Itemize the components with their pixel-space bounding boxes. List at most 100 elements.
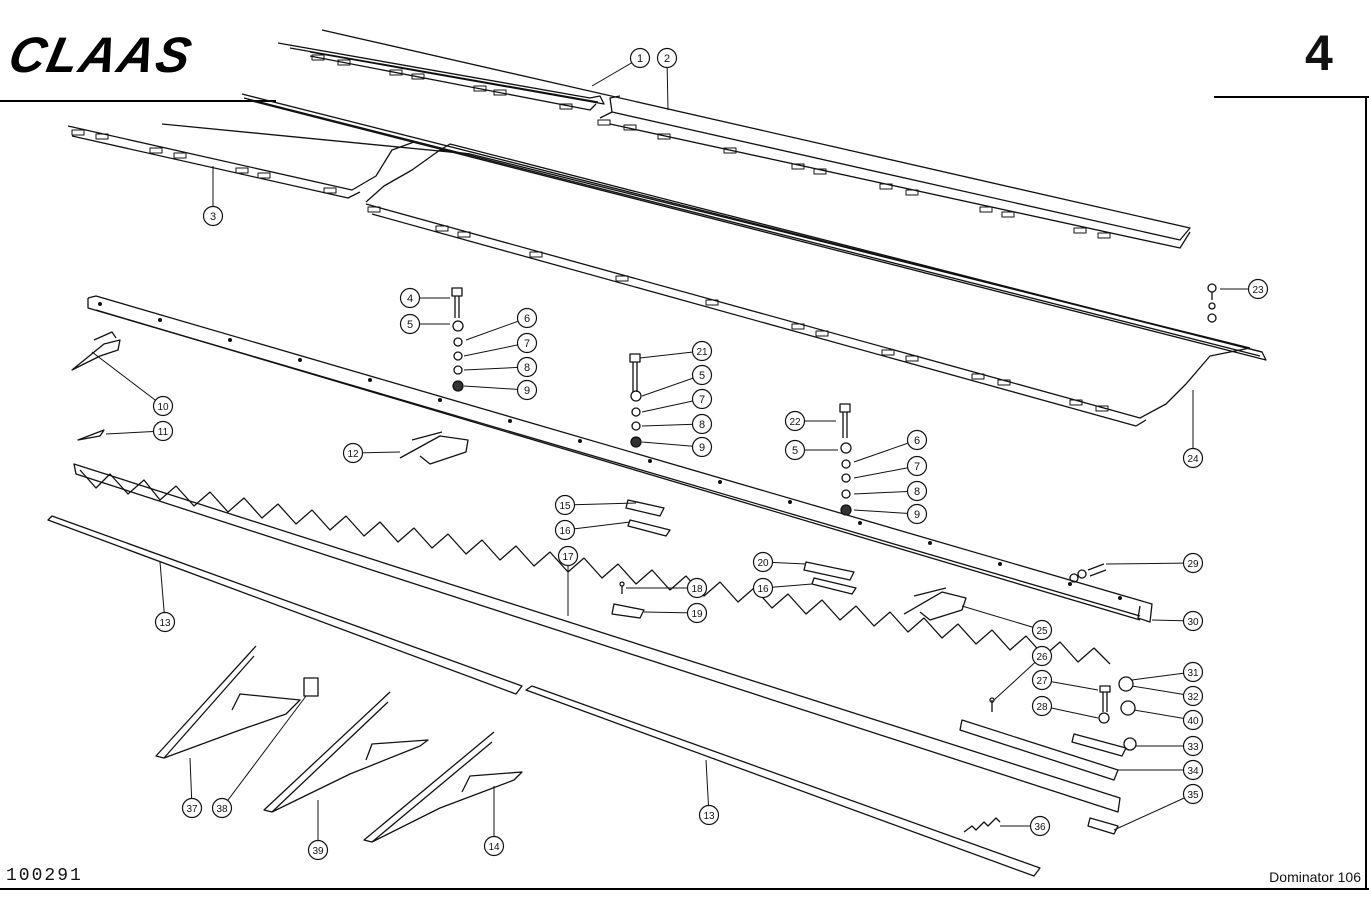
- callout-circle: [752, 577, 774, 599]
- callout-label: 11: [158, 427, 169, 438]
- callout-circle: [399, 287, 421, 309]
- callout-6: 6: [516, 307, 538, 329]
- callout-label: 37: [186, 804, 198, 815]
- callout-12: 12: [342, 442, 364, 464]
- screw-18: [619, 581, 625, 594]
- leader-line: [465, 317, 528, 341]
- washer-7b: [631, 407, 641, 417]
- callout-circle: [906, 429, 928, 451]
- cover-sheet-2: [321, 29, 1191, 249]
- screw-26: [989, 697, 995, 712]
- callout-label: 28: [1036, 702, 1048, 713]
- shim-16: [627, 519, 671, 537]
- washer-28: [1098, 712, 1110, 724]
- bar-13-right: [525, 685, 1041, 877]
- callout-label: 7: [914, 461, 920, 473]
- leader-line: [641, 374, 703, 397]
- callout-4: 4: [399, 287, 421, 309]
- callout-circle: [698, 804, 720, 826]
- callout-21: 21: [691, 340, 713, 362]
- plate-35: [1087, 817, 1119, 835]
- leader-line: [463, 385, 528, 391]
- callout-circle: [906, 503, 928, 525]
- callout-label: 40: [1187, 716, 1199, 727]
- callout-circle: [629, 47, 651, 69]
- guard-14: [363, 731, 523, 843]
- callout-28: 28: [1031, 695, 1053, 717]
- callout-13: 13: [698, 804, 720, 826]
- frame-right: [1365, 96, 1367, 890]
- callout-circle: [516, 332, 538, 354]
- callout-label: 34: [1187, 766, 1199, 777]
- callout-label: 9: [914, 509, 920, 521]
- washer-6: [453, 337, 463, 347]
- washer-5b: [630, 390, 642, 402]
- callout-35: 35: [1182, 783, 1204, 805]
- callout-circle: [656, 47, 678, 69]
- callout-label: 12: [347, 449, 359, 460]
- callout-13: 13: [154, 611, 176, 633]
- callout-label: 9: [699, 442, 705, 454]
- callout-label: 29: [1187, 559, 1199, 570]
- callout-38: 38: [211, 797, 233, 819]
- callout-circle: [1031, 695, 1053, 717]
- callout-17: 17: [557, 545, 579, 567]
- guard-37: [155, 645, 301, 759]
- leader-line: [1105, 562, 1194, 565]
- leader-line: [1113, 793, 1194, 831]
- callout-label: 25: [1036, 626, 1048, 637]
- leader-line: [853, 509, 918, 515]
- callout-label: 35: [1187, 790, 1199, 801]
- callout-circle: [1182, 447, 1204, 469]
- callout-label: 16: [757, 584, 769, 595]
- leader-line: [564, 502, 637, 506]
- cap-38: [303, 677, 319, 697]
- callout-circle: [516, 307, 538, 329]
- callout-label: 3: [210, 211, 216, 223]
- callout-circle: [1182, 610, 1204, 632]
- leader-line: [1131, 685, 1194, 697]
- guard-39: [263, 691, 429, 813]
- callout-29: 29: [1182, 552, 1204, 574]
- callout-label: 15: [559, 501, 571, 512]
- callout-circle: [554, 494, 576, 516]
- washer-6c: [841, 459, 851, 469]
- callout-circle: [342, 442, 364, 464]
- bolt-27: [1099, 685, 1111, 712]
- leader-line: [564, 521, 631, 531]
- callout-39: 39: [307, 839, 329, 861]
- callout-circle: [1031, 645, 1053, 667]
- callout-27: 27: [1031, 669, 1053, 691]
- callout-label: 24: [1187, 454, 1199, 465]
- callout-circle: [152, 420, 174, 442]
- callout-32: 32: [1182, 685, 1204, 707]
- callout-label: 27: [1036, 676, 1048, 687]
- callout-circle: [202, 205, 224, 227]
- leader-line: [641, 398, 703, 413]
- nut-32: [1118, 676, 1134, 692]
- callout-34: 34: [1182, 759, 1204, 781]
- guard-10: [71, 331, 121, 371]
- callout-16: 16: [554, 519, 576, 541]
- callout-circle: [752, 551, 774, 573]
- washer-8: [453, 365, 463, 375]
- leader-line: [221, 695, 307, 809]
- washer-8b: [631, 421, 641, 431]
- callout-20: 20: [752, 551, 774, 573]
- callout-circle: [784, 439, 806, 461]
- callout-label: 13: [703, 811, 715, 822]
- callout-circle: [1182, 759, 1204, 781]
- callout-40: 40: [1182, 709, 1204, 731]
- callout-circle: [1029, 815, 1051, 837]
- knife-section-17: [73, 463, 1121, 813]
- callout-circle: [691, 413, 713, 435]
- callout-label: 5: [407, 319, 413, 331]
- washer-5c: [840, 442, 852, 454]
- callout-2: 2: [656, 47, 678, 69]
- frame-bottom: [0, 888, 1369, 890]
- callout-circle: [691, 436, 713, 458]
- callout-23: 23: [1247, 278, 1269, 300]
- callout-label: 17: [562, 552, 574, 563]
- callout-label: 8: [914, 486, 920, 498]
